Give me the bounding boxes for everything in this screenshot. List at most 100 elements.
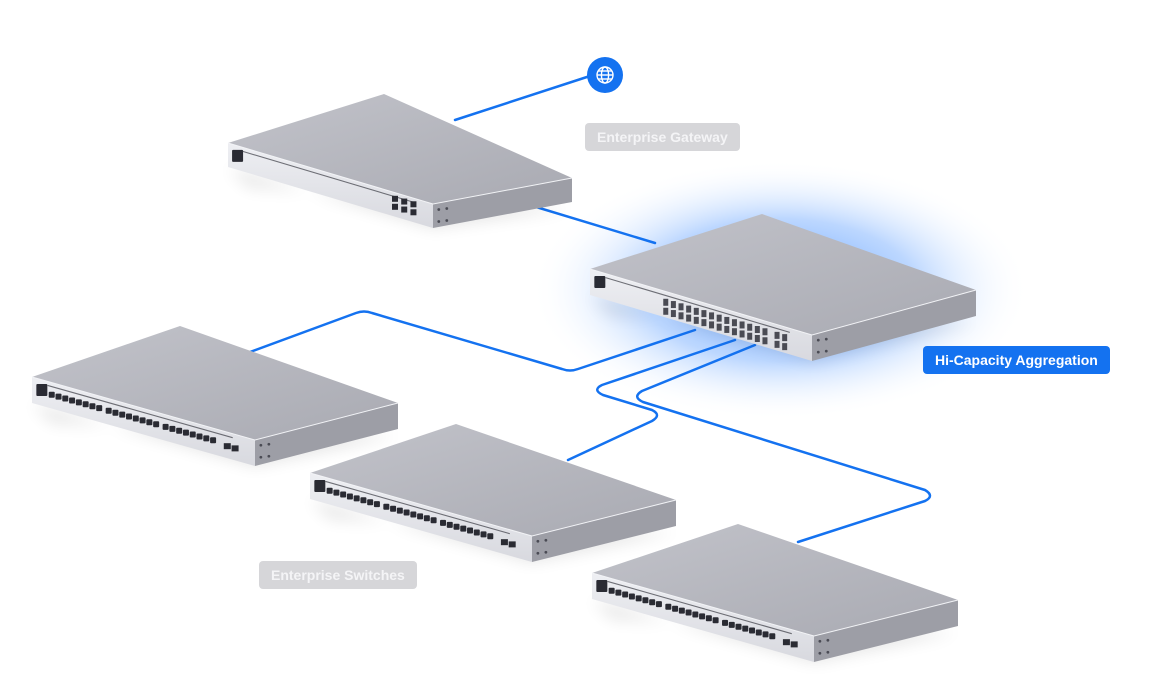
device-groove bbox=[325, 480, 510, 535]
device-side-panel bbox=[812, 290, 976, 361]
device-groove bbox=[47, 384, 233, 439]
rj45-port bbox=[162, 423, 169, 430]
rj45-port bbox=[655, 601, 662, 608]
device-top bbox=[228, 94, 572, 204]
sfp-port bbox=[670, 301, 676, 309]
rj45-port bbox=[692, 611, 699, 618]
rj45-port bbox=[423, 515, 430, 522]
sfp-port bbox=[747, 323, 753, 331]
rj45-port bbox=[126, 413, 133, 420]
rj45-port bbox=[69, 397, 76, 404]
sfp-port bbox=[731, 328, 737, 336]
rack-screw bbox=[816, 338, 820, 342]
sfp-port bbox=[663, 307, 669, 315]
sfp-port bbox=[686, 305, 692, 313]
rj45-port bbox=[390, 505, 397, 512]
rj45-port bbox=[139, 417, 146, 424]
sfp-port bbox=[739, 321, 745, 329]
link-internet-gateway bbox=[453, 74, 592, 122]
sfp-port bbox=[782, 334, 788, 342]
sfp-port bbox=[716, 314, 722, 322]
device-display bbox=[594, 275, 606, 288]
rj45-port bbox=[326, 487, 333, 494]
switches-label[interactable]: Enterprise Switches bbox=[259, 561, 417, 589]
rj45-port bbox=[480, 531, 487, 538]
rj45-port bbox=[176, 427, 183, 434]
globe-icon bbox=[596, 66, 614, 84]
rj45-port bbox=[622, 591, 629, 598]
rack-screw bbox=[437, 208, 441, 211]
rj45-port bbox=[467, 527, 474, 534]
rj45-port bbox=[392, 203, 398, 210]
rj45-port bbox=[340, 491, 347, 498]
rj45-port bbox=[417, 513, 424, 520]
sfp-port bbox=[716, 323, 722, 331]
rj45-port bbox=[608, 587, 615, 594]
rj45-port bbox=[189, 431, 196, 438]
rj45-port bbox=[75, 399, 82, 406]
rj45-port bbox=[649, 599, 656, 606]
device-edge bbox=[589, 268, 977, 336]
sfp-port bbox=[790, 641, 798, 648]
rj45-port bbox=[182, 429, 189, 436]
device-display bbox=[36, 383, 48, 396]
sfp-port bbox=[223, 443, 231, 450]
rj45-port bbox=[396, 507, 403, 514]
switch-3-device[interactable] bbox=[591, 524, 959, 662]
device-edge bbox=[591, 572, 959, 637]
gateway-device[interactable] bbox=[227, 94, 573, 228]
rj45-port bbox=[672, 605, 679, 612]
sfp-port bbox=[774, 331, 780, 339]
rack-screw bbox=[267, 442, 271, 446]
sfp-port bbox=[782, 343, 788, 351]
device-edge bbox=[227, 142, 573, 205]
sfp-port bbox=[401, 206, 408, 213]
rj45-port bbox=[392, 195, 398, 202]
aggregation-label[interactable]: Hi-Capacity Aggregation bbox=[923, 346, 1110, 374]
device-groove bbox=[605, 277, 790, 333]
rj45-port bbox=[203, 435, 210, 442]
device-top bbox=[32, 326, 398, 440]
rack-screw bbox=[445, 207, 449, 210]
gateway-label[interactable]: Enterprise Gateway bbox=[585, 123, 740, 151]
sfp-port bbox=[508, 541, 516, 548]
sfp-port bbox=[709, 312, 715, 320]
rack-screw bbox=[536, 551, 540, 555]
sfp-port bbox=[762, 337, 768, 345]
rj45-port bbox=[705, 615, 712, 622]
rack-screw bbox=[824, 337, 828, 341]
rj45-port bbox=[735, 623, 742, 630]
rj45-port bbox=[685, 609, 692, 616]
switch-1-device[interactable] bbox=[31, 326, 399, 466]
aggregation-switch[interactable] bbox=[589, 214, 977, 361]
sfp-port bbox=[724, 325, 730, 333]
device-side-panel bbox=[532, 500, 676, 562]
link-aggregation-switch-3 bbox=[636, 343, 932, 544]
internet-node[interactable] bbox=[587, 57, 623, 93]
rj45-port bbox=[119, 411, 126, 418]
rj45-port bbox=[473, 529, 480, 536]
device-display bbox=[314, 479, 326, 492]
device-side-panel bbox=[255, 403, 398, 466]
sfp-port bbox=[774, 340, 780, 348]
rack-screw bbox=[267, 454, 271, 458]
sfp-port bbox=[693, 316, 699, 324]
sfp-port bbox=[686, 314, 692, 322]
sfp-port bbox=[731, 319, 737, 327]
switch-2-device[interactable] bbox=[309, 424, 677, 562]
sfp-port bbox=[701, 310, 707, 318]
rj45-port bbox=[360, 497, 367, 504]
sfp-port bbox=[670, 310, 676, 318]
rj45-port bbox=[353, 495, 360, 502]
rj45-port bbox=[48, 391, 55, 398]
device-edge bbox=[309, 472, 677, 537]
rj45-port bbox=[453, 523, 460, 530]
device-edge bbox=[31, 376, 399, 441]
device-display bbox=[596, 579, 608, 592]
rj45-port bbox=[105, 407, 112, 414]
rj45-port bbox=[410, 511, 417, 518]
device-groove bbox=[242, 150, 413, 203]
rj45-port bbox=[699, 613, 706, 620]
sfp-port bbox=[754, 335, 760, 343]
